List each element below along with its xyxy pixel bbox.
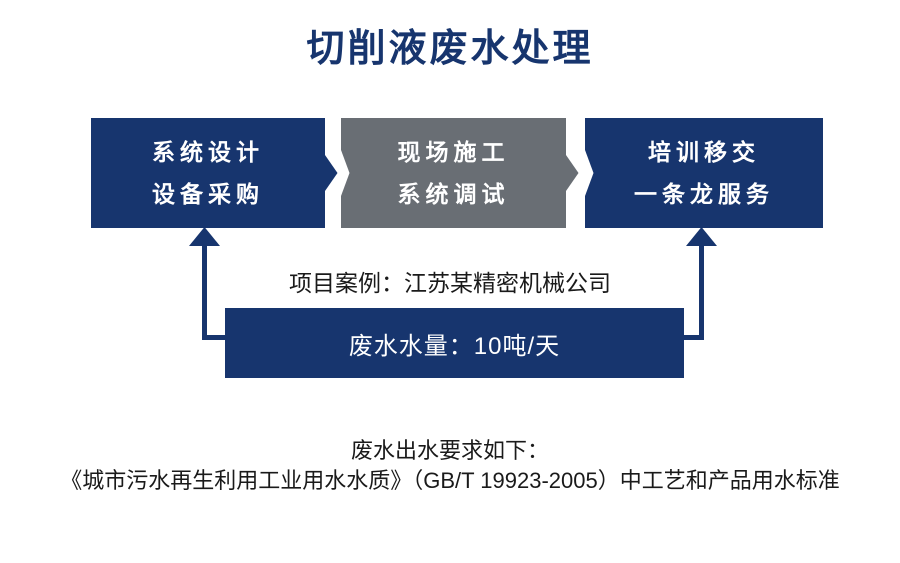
arrow-up-left-icon: [189, 227, 220, 246]
flow-step-3-line-2: 一条龙服务: [634, 181, 774, 207]
flow-step-design-procurement: 系统设计 设备采购: [91, 118, 325, 228]
page-title: 切削液废水处理: [306, 28, 594, 70]
flow-step-2-line-1: 现场施工: [397, 139, 510, 165]
effluent-requirement-block: 废水出水要求如下： 《城市污水再生利用工业用水水质》（GB/T 19923-20…: [0, 436, 900, 496]
effluent-requirement-heading: 废水出水要求如下：: [350, 438, 549, 463]
flow-step-construction-debug: 现场施工 系统调试: [341, 118, 566, 228]
flow-step-1-line-2: 设备采购: [152, 181, 264, 207]
project-case-label: 项目案例：江苏某精密机械公司: [289, 270, 611, 296]
chevron-right-1-icon: [325, 155, 338, 191]
flow-step-2-line-2: 系统调试: [397, 181, 510, 207]
chevron-right-2-icon: [566, 155, 579, 191]
flow-step-training-handover: 培训移交 一条龙服务: [585, 118, 823, 228]
flow-step-1-line-1: 系统设计: [152, 139, 264, 165]
wastewater-volume-text: 废水水量：10吨/天: [348, 332, 561, 360]
wastewater-volume-bar: 废水水量：10吨/天: [225, 308, 684, 378]
effluent-requirement-standard: 《城市污水再生利用工业用水水质》（GB/T 19923-2005）中工艺和产品用…: [60, 468, 840, 493]
arrow-up-right-icon: [686, 227, 717, 246]
flow-step-3-line-1: 培训移交: [648, 139, 760, 165]
